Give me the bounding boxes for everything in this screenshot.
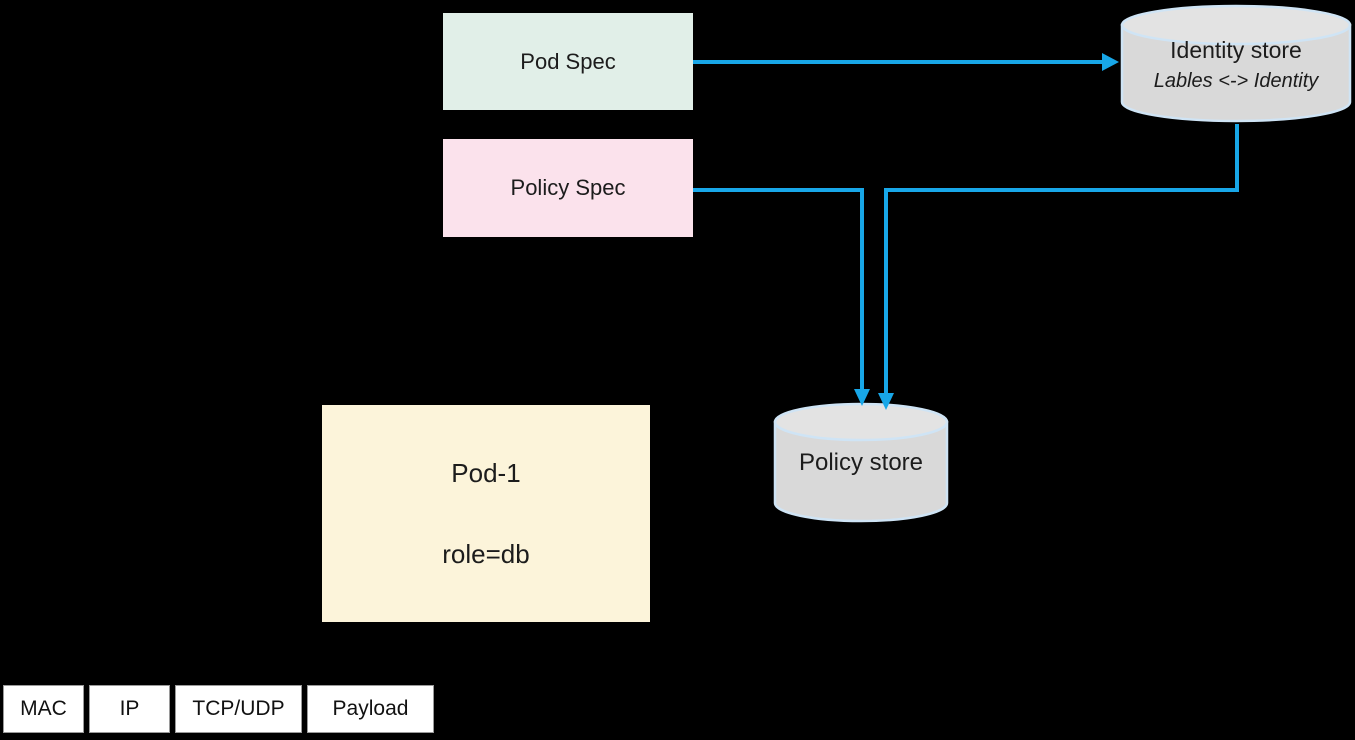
packet-field-ip: IP (89, 685, 170, 733)
arrow-policy-spec-to-policy-store (693, 188, 870, 406)
packet-field-tcp-udp: TCP/UDP (175, 685, 302, 733)
cylinder-top (1120, 4, 1352, 46)
pod-1-box: Pod-1 role=db (322, 405, 650, 622)
database-cylinder-shape (773, 402, 949, 523)
database-cylinder-shape (1120, 4, 1352, 123)
arrow-pod-spec-to-identity-store (693, 53, 1119, 71)
pod-spec-label: Pod Spec (520, 48, 616, 74)
arrow-identity-store-to-policy-store (878, 124, 1239, 410)
identity-store-cylinder: Identity store Lables <-> Identity (1120, 4, 1352, 123)
packet-header-table: MAC IP TCP/UDP Payload (3, 685, 434, 733)
arrow-line (693, 188, 864, 390)
identity-store-title: Identity store (1170, 37, 1302, 63)
arrowhead-icon (1102, 53, 1119, 71)
pod-spec-box: Pod Spec (443, 13, 693, 110)
pod-1-title: Pod-1 (451, 457, 521, 488)
cylinder-body (773, 420, 949, 523)
identity-store-subtitle: Lables <-> Identity (1153, 70, 1319, 92)
policy-spec-label: Policy Spec (510, 175, 626, 200)
policy-spec-box: Policy Spec (443, 139, 693, 237)
arrow-line (884, 124, 1239, 394)
cylinder-body (1120, 23, 1352, 123)
packet-field-mac: MAC (3, 685, 84, 733)
policy-store-label: Policy store (798, 449, 924, 476)
pod-1-role-label: role=db (442, 538, 530, 569)
policy-store-cylinder: Policy store (773, 402, 949, 523)
packet-field-payload: Payload (307, 685, 434, 733)
